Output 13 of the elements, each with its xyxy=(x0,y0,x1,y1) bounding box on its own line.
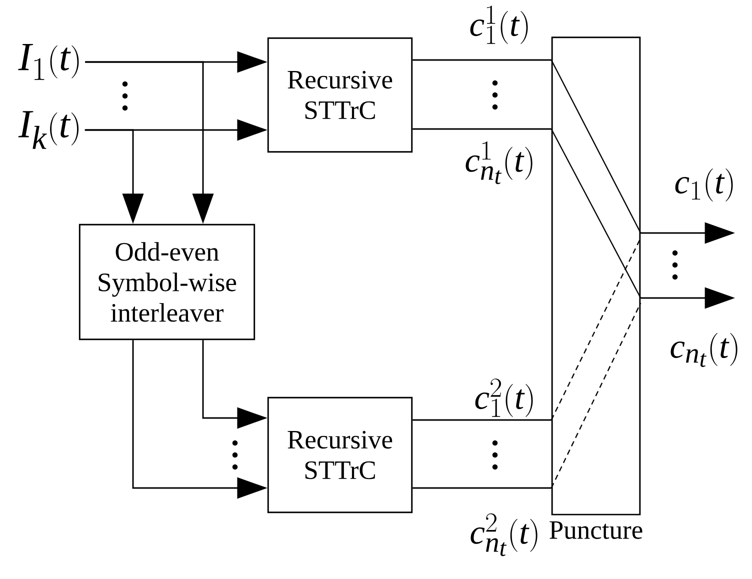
process-box: Recursive STTrC xyxy=(267,396,413,514)
puncture-box: Puncture xyxy=(550,36,642,539)
edge-label: $c_{n_t}(t)$ xyxy=(670,333,738,367)
process-box: Odd-even Symbol-wise interleaver xyxy=(78,224,256,340)
edge-label: $c_1^1(t)$ xyxy=(470,6,528,44)
edge-label: $c_{n_t}^2(t)$ xyxy=(470,513,538,556)
process-box: Recursive STTrC xyxy=(267,37,413,153)
edge-label: $c_1^2(t)$ xyxy=(475,378,533,417)
node-label: Puncture xyxy=(550,521,642,539)
input-signal: $I_1(t)$ xyxy=(18,44,79,80)
input-signal: $I_k(t)$ xyxy=(18,111,79,149)
edge-label: $c_1(t)$ xyxy=(675,168,733,202)
edge-label: $c_{n_t}^1(t)$ xyxy=(466,141,532,184)
